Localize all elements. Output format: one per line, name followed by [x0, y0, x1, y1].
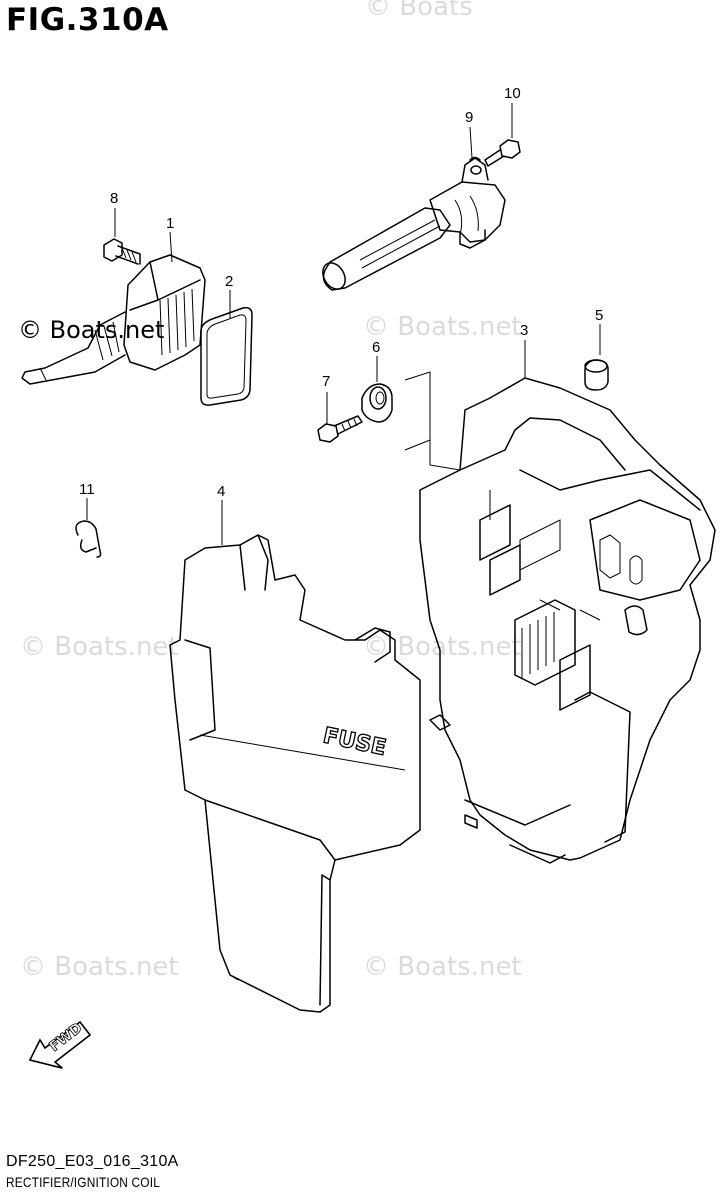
gasket-2 [200, 306, 253, 406]
part-number-4: 4 [217, 483, 225, 500]
watermark-bottom-right: © Boats.net [363, 952, 522, 982]
bolt-8 [103, 238, 141, 265]
grommet-6 [361, 383, 393, 423]
fuse-box-3 [419, 377, 716, 864]
figure-name: RECTIFIER/IGNITION COIL [6, 1174, 160, 1190]
part-number-11: 11 [79, 481, 95, 498]
part-number-2: 2 [225, 273, 233, 290]
ignition-coil-9 [322, 156, 506, 291]
watermark-bottom-left: © Boats.net [20, 952, 179, 982]
watermark-dark: © Boats.net [18, 316, 164, 344]
part-number-8: 8 [110, 190, 118, 207]
fwd-arrow: FWD [28, 1020, 92, 1069]
bolt-7 [317, 415, 363, 443]
grommet-5 [584, 359, 609, 391]
part-number-1: 1 [166, 215, 174, 232]
watermark-mid-center: © Boats.net [363, 632, 522, 662]
part-number-5: 5 [595, 307, 603, 324]
leader-lines [86, 103, 601, 545]
watermark-mid-left: © Boats.net [20, 632, 179, 662]
cover-4: FUSE [169, 534, 421, 1013]
figure-code: DF250_E03_016_310A [6, 1153, 179, 1170]
mount-line [404, 371, 461, 471]
part-number-7: 7 [322, 373, 330, 390]
part-number-9: 9 [465, 109, 473, 126]
watermark-mid-right: © Boats.net [363, 312, 522, 342]
rectifier-1 [21, 254, 206, 385]
figure-title: FIG.310A [6, 2, 169, 38]
clip-11 [75, 520, 102, 558]
part-number-10: 10 [504, 85, 521, 102]
watermark-top: © Boats [365, 0, 473, 22]
bolt-10 [484, 139, 521, 167]
part-number-3: 3 [520, 322, 528, 339]
fuse-label: FUSE [321, 723, 389, 761]
part-number-6: 6 [372, 339, 380, 356]
